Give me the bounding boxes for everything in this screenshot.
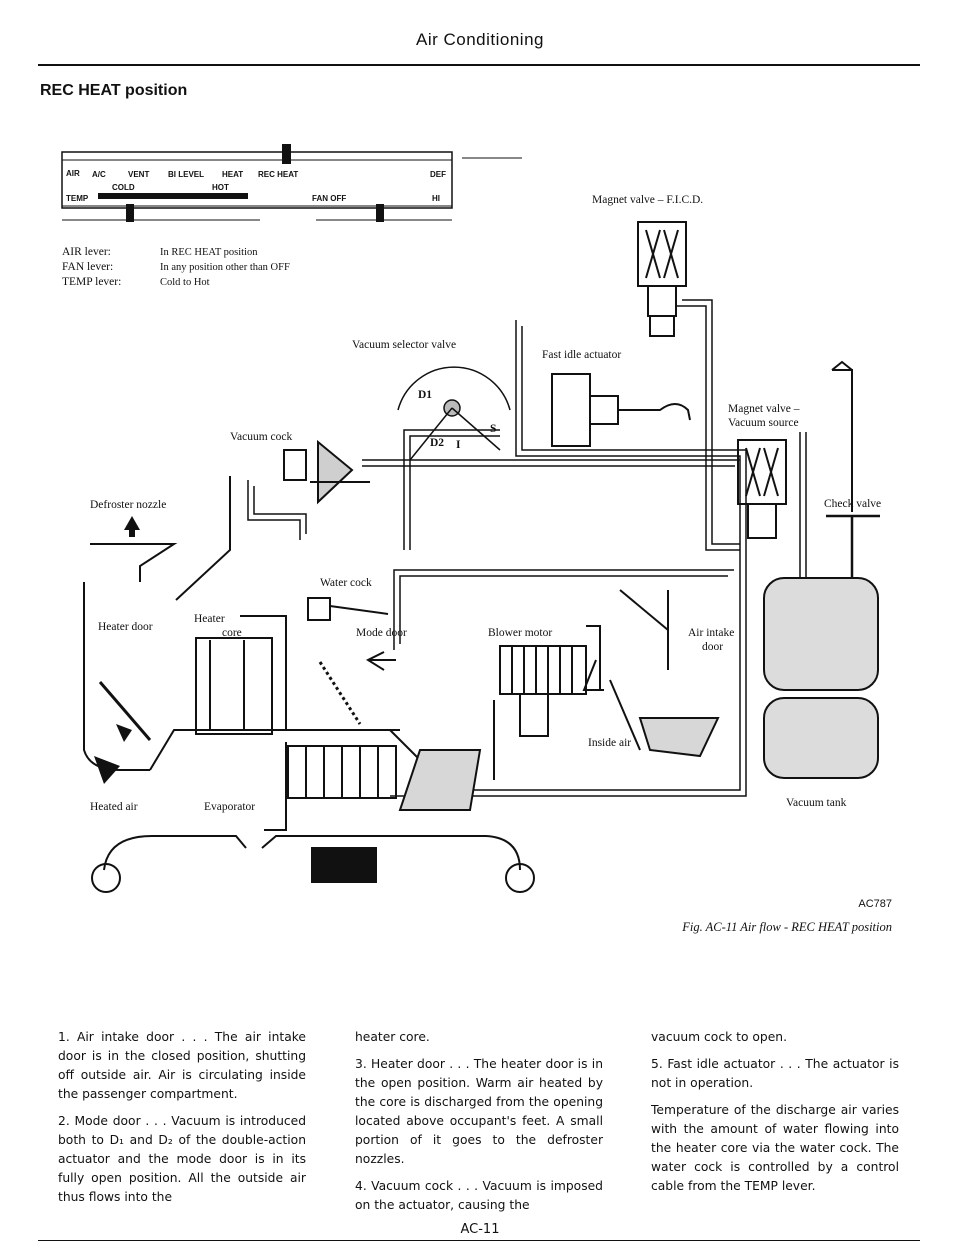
temp-lever-setting: Cold to Hot: [160, 277, 210, 288]
paragraph-air-intake: 1. Air intake door . . . The air intake …: [58, 1030, 306, 1101]
vacuum-cock: [283, 439, 370, 505]
page-header-title: Air Conditioning: [415, 30, 544, 49]
paragraph-vacuum-cock: 4. Vacuum cock . . . Vacuum is imposed o…: [355, 1179, 603, 1212]
body-column-2: heater core. 3. Heater door . . . The he…: [355, 1028, 603, 1223]
temp-hot: HOT: [212, 183, 229, 192]
magnet-valve-vacuum-label-1: Magnet valve –: [728, 403, 800, 415]
magnet-valve-ficd-label: Magnet valve – F.I.C.D.: [592, 194, 703, 206]
fan-hi: HI: [432, 194, 440, 203]
paragraph-temperature: Temperature of the discharge air varies …: [651, 1103, 899, 1193]
temp-lever-label: TEMP lever:: [62, 276, 121, 288]
port-d1-label: D1: [418, 389, 432, 401]
heated-air-arrow: [94, 724, 132, 784]
mode-door: [318, 651, 482, 811]
air-pos-vent: VENT: [128, 170, 149, 179]
footer-rule: [38, 1240, 920, 1241]
defroster-nozzle-label: Defroster nozzle: [90, 499, 166, 511]
body-column-3: vacuum cock to open. 5. Fast idle actuat…: [651, 1028, 899, 1204]
vacuum-selector-valve-label: Vacuum selector valve: [352, 339, 456, 351]
core-label: core: [222, 627, 242, 639]
section-title: REC HEAT position: [40, 82, 188, 99]
defroster-nozzle: [90, 516, 178, 582]
magnet-valve-vacuum-source: [737, 360, 853, 539]
magnet-valve-ficd: [637, 221, 687, 337]
heater-door-label: Heater door: [98, 621, 153, 633]
temp-row-label: TEMP: [66, 194, 89, 203]
fast-idle-actuator-label: Fast idle actuator: [542, 349, 621, 361]
evaporator-label: Evaporator: [204, 801, 255, 813]
check-valve-label: Check valve: [824, 498, 881, 510]
air-pos-ac: A/C: [92, 170, 106, 179]
vacuum-cock-label: Vacuum cock: [230, 431, 293, 443]
vacuum-hoses: [247, 299, 807, 797]
air-lever-setting: In REC HEAT position: [160, 247, 258, 258]
inside-air-label: Inside air: [588, 737, 631, 749]
heated-air-label: Heated air: [90, 801, 138, 813]
port-d2-label: D2: [430, 437, 444, 449]
header-rule: [38, 64, 920, 66]
paragraph-heater-door: 3. Heater door . . . The heater door is …: [355, 1057, 603, 1166]
control-panel: AIR A/C VENT BI LEVEL HEAT REC HEAT DEF …: [61, 144, 522, 222]
airflow-diagram: AIR A/C VENT BI LEVEL HEAT REC HEAT DEF …: [61, 144, 881, 893]
fast-idle-actuator: [551, 373, 691, 447]
air-intake-label: Air intake: [688, 627, 734, 639]
fan-lever-knob: [376, 204, 384, 222]
water-cock: [307, 597, 389, 621]
figure-code: AC787: [858, 898, 892, 910]
port-i-label: I: [456, 439, 461, 451]
paragraph-vacuum-cock-cont: vacuum cock to open.: [651, 1030, 787, 1044]
blower-motor-label: Blower motor: [488, 627, 552, 639]
check-valve: [826, 514, 880, 580]
blower-motor: [493, 625, 601, 780]
vacuum-tank: [763, 577, 879, 779]
air-pos-bilevel: BI LEVEL: [168, 170, 204, 179]
temp-lever-knob: [126, 204, 134, 222]
magnet-valve-vacuum-label-2: Vacuum source: [728, 417, 799, 429]
fan-lever-setting: In any position other than OFF: [160, 262, 290, 273]
port-s-label: S: [490, 423, 496, 435]
evaporator: [287, 745, 397, 799]
paragraph-heater-core: heater core.: [355, 1030, 430, 1044]
fan-lever-label: FAN lever:: [62, 261, 113, 273]
mode-door-label: Mode door: [356, 627, 407, 639]
temp-cold: COLD: [112, 183, 135, 192]
air-pos-recheat: REC HEAT: [258, 170, 298, 179]
floor-ducts: [91, 835, 535, 893]
heater-unit: [83, 476, 400, 831]
paragraph-fast-idle: 5. Fast idle actuator . . . The actuator…: [651, 1057, 899, 1090]
vacuum-selector-valve: [397, 366, 511, 461]
vacuum-tank-label: Vacuum tank: [786, 797, 847, 809]
figure-caption: Fig. AC-11 Air flow - REC HEAT position: [682, 920, 892, 934]
heater-label: Heater: [194, 613, 225, 625]
air-lever-knob: [282, 144, 291, 164]
paragraph-mode-door: 2. Mode door . . . Vacuum is introduced …: [58, 1114, 306, 1204]
fan-off: FAN OFF: [312, 194, 346, 203]
air-intake-door: [582, 589, 720, 758]
water-cock-label: Water cock: [320, 577, 372, 589]
air-pos-heat: HEAT: [222, 170, 243, 179]
air-intake-door-label: door: [702, 641, 723, 653]
air-row-label: AIR: [66, 169, 80, 178]
body-column-1: 1. Air intake door . . . The air intake …: [58, 1028, 306, 1215]
page-number: AC-11: [460, 1222, 500, 1237]
air-lever-label: AIR lever:: [62, 246, 111, 258]
air-pos-def: DEF: [430, 170, 446, 179]
